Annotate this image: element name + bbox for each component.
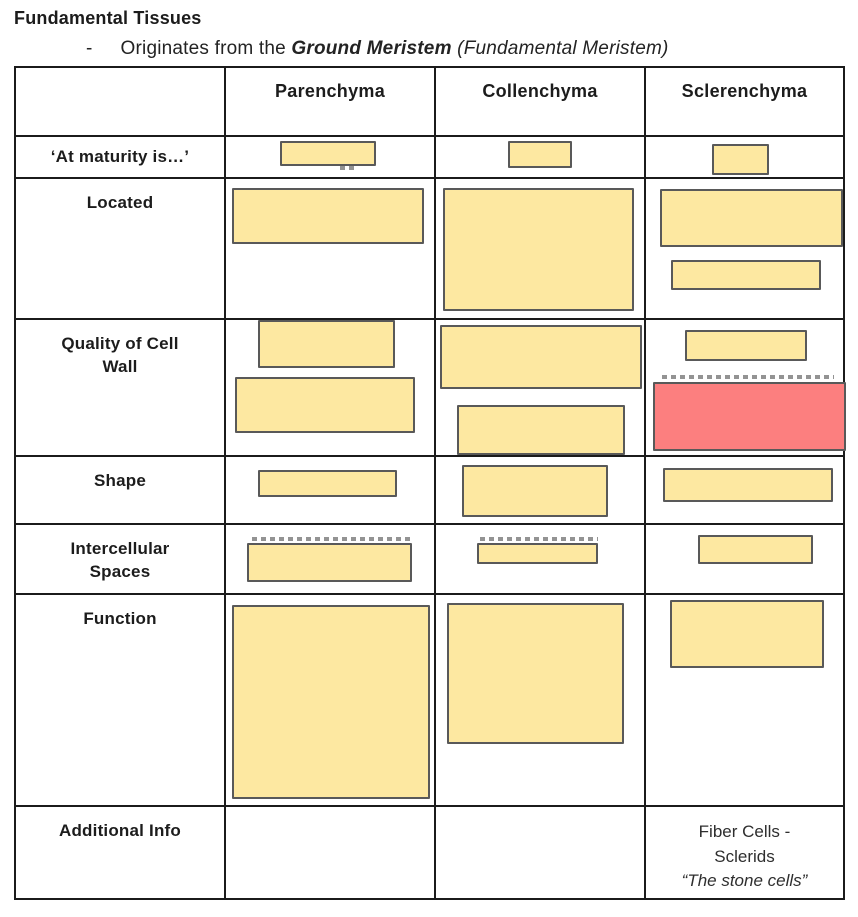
occlusion-box-quality-sclerenchyma[interactable]: [685, 330, 807, 361]
occlusion-box-quality-sclerenchyma-red[interactable]: [653, 382, 846, 451]
cell-quality-collenchyma: [436, 320, 646, 457]
row-label-text: Function: [83, 609, 157, 628]
additional-info-line: Fiber Cells -: [698, 822, 791, 841]
column-header-label: Sclerenchyma: [681, 81, 808, 101]
row-label-intercellular: Intercellular Spaces: [16, 525, 226, 595]
occlusion-layer: [14, 66, 846, 900]
occlusion-box-quality-collenchyma[interactable]: [440, 325, 642, 389]
row-label-additional: Additional Info: [16, 807, 226, 898]
bullet-parenthetical: (Fundamental Meristem): [451, 38, 669, 59]
occlusion-box-located-sclerenchyma[interactable]: [671, 260, 821, 290]
cell-intercellular-parenchyma: [226, 525, 436, 595]
bullet-text: Originates from the: [120, 38, 292, 59]
cell-additional-parenchyma: [226, 807, 436, 898]
occlusion-box-function-sclerenchyma[interactable]: [670, 600, 824, 668]
cell-located-sclerenchyma: [646, 179, 843, 320]
row-label-located: Located: [16, 179, 226, 320]
cell-quality-sclerenchyma: [646, 320, 843, 457]
occlusion-box-quality-parenchyma[interactable]: [235, 377, 415, 433]
occlusion-box-maturity-parenchyma[interactable]: [280, 141, 376, 166]
cell-quality-parenchyma: [226, 320, 436, 457]
occlusion-box-maturity-sclerenchyma[interactable]: [712, 144, 769, 175]
cell-located-collenchyma: [436, 179, 646, 320]
page-title: Fundamental Tissues: [14, 8, 202, 28]
row-label-function: Function: [16, 595, 226, 807]
occlusion-box-shape-collenchyma[interactable]: [462, 465, 608, 517]
cell-shape-sclerenchyma: [646, 457, 843, 525]
occlusion-box-shape-sclerenchyma[interactable]: [663, 468, 833, 502]
additional-info-text: Fiber Cells - Sclerids “The stone cells”: [682, 820, 808, 894]
row-label-text: Additional Info: [59, 821, 181, 840]
occlusion-box-intercellular-parenchyma[interactable]: [247, 543, 412, 582]
row-label-text: ‘At maturity is…’: [50, 146, 190, 166]
occlusion-box-intercellular-collenchyma[interactable]: [477, 543, 598, 564]
cell-additional-collenchyma: [436, 807, 646, 898]
occlusion-box-shape-parenchyma[interactable]: [258, 470, 397, 497]
additional-info-line: Sclerids: [714, 846, 775, 866]
additional-info-quote: “The stone cells”: [681, 871, 808, 891]
row-label-maturity: ‘At maturity is…’: [16, 137, 226, 179]
cell-maturity-parenchyma: [226, 137, 436, 179]
row-label-text: Intercellular Spaces: [70, 539, 170, 581]
occlusion-box-maturity-collenchyma[interactable]: [508, 141, 572, 168]
occlusion-box-quality-collenchyma[interactable]: [457, 405, 625, 455]
occlusion-box-located-collenchyma[interactable]: [443, 188, 634, 311]
header-cell-parenchyma: Parenchyma: [226, 68, 436, 137]
occlusion-box-quality-parenchyma[interactable]: [258, 320, 395, 368]
cell-located-parenchyma: [226, 179, 436, 320]
occlusion-box-function-collenchyma[interactable]: [447, 603, 624, 744]
cell-shape-parenchyma: [226, 457, 436, 525]
occlusion-box-intercellular-sclerenchyma[interactable]: [698, 535, 813, 564]
header-cell-collenchyma: Collenchyma: [436, 68, 646, 137]
cell-additional-sclerenchyma: Fiber Cells - Sclerids “The stone cells”: [646, 807, 843, 898]
column-header-label: Collenchyma: [482, 81, 598, 101]
column-header-label: Parenchyma: [274, 81, 386, 101]
cell-shape-collenchyma: [436, 457, 646, 525]
bullet-line: - Originates from the Ground Meristem (Fu…: [86, 38, 669, 60]
occlusion-box-function-parenchyma[interactable]: [232, 605, 430, 799]
bullet-emphasis: Ground Meristem: [291, 38, 452, 59]
cell-function-parenchyma: [226, 595, 436, 807]
cell-function-sclerenchyma: [646, 595, 843, 807]
cell-intercellular-sclerenchyma: [646, 525, 843, 595]
row-label-text: Shape: [93, 471, 147, 490]
occlusion-box-located-parenchyma[interactable]: [232, 188, 424, 244]
cell-maturity-sclerenchyma: [646, 137, 843, 179]
cell-maturity-collenchyma: [436, 137, 646, 179]
cell-intercellular-collenchyma: [436, 525, 646, 595]
header-cell-empty: [16, 68, 226, 137]
row-label-quality: Quality of Cell Wall: [16, 320, 226, 457]
row-label-text: Quality of Cell Wall: [61, 334, 179, 376]
header-cell-sclerenchyma: Sclerenchyma: [646, 68, 843, 137]
bullet-dash: -: [86, 38, 93, 59]
cell-function-collenchyma: [436, 595, 646, 807]
occlusion-box-located-sclerenchyma[interactable]: [660, 189, 843, 247]
row-label-shape: Shape: [16, 457, 226, 525]
row-label-text: Located: [86, 193, 154, 212]
